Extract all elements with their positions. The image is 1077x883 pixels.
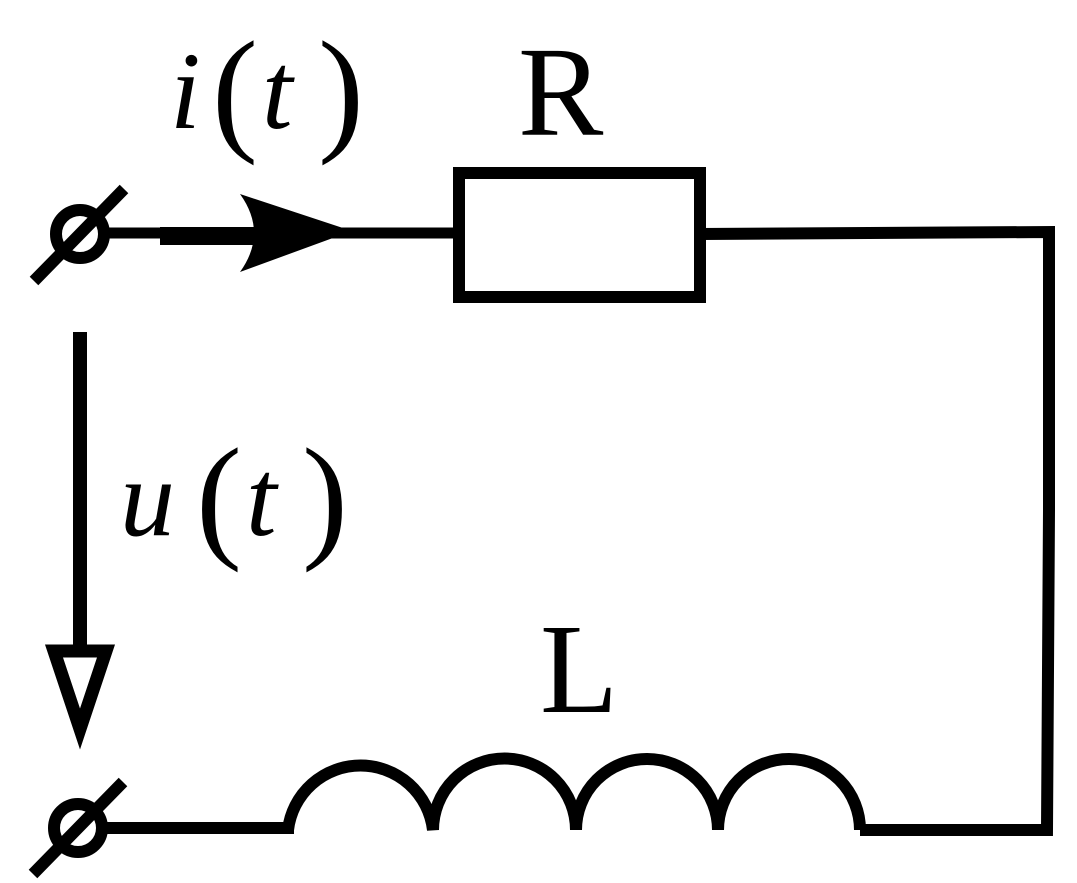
voltage-time-var: t (246, 437, 279, 559)
current-var: i (170, 30, 201, 152)
current-label: i ( t ) (170, 13, 364, 166)
current-paren-close: ) (318, 13, 364, 166)
current-paren-open: ( (212, 13, 258, 166)
bottom-terminal-icon (28, 777, 128, 879)
voltage-label: u ( t ) (120, 420, 348, 573)
voltage-paren-open: ( (196, 420, 242, 573)
resistor-box (453, 167, 706, 303)
inductor-coil (282, 752, 866, 831)
current-arrow-icon (240, 194, 352, 272)
voltage-paren-close: ) (302, 420, 348, 573)
inductor-label: L (540, 598, 618, 740)
current-time-var: t (262, 30, 295, 152)
right-wire (699, 225, 1055, 836)
voltage-var: u (120, 437, 175, 559)
top-terminal-icon (29, 184, 129, 286)
voltage-arrow-icon (44, 644, 116, 750)
resistor-label: R (518, 21, 604, 163)
